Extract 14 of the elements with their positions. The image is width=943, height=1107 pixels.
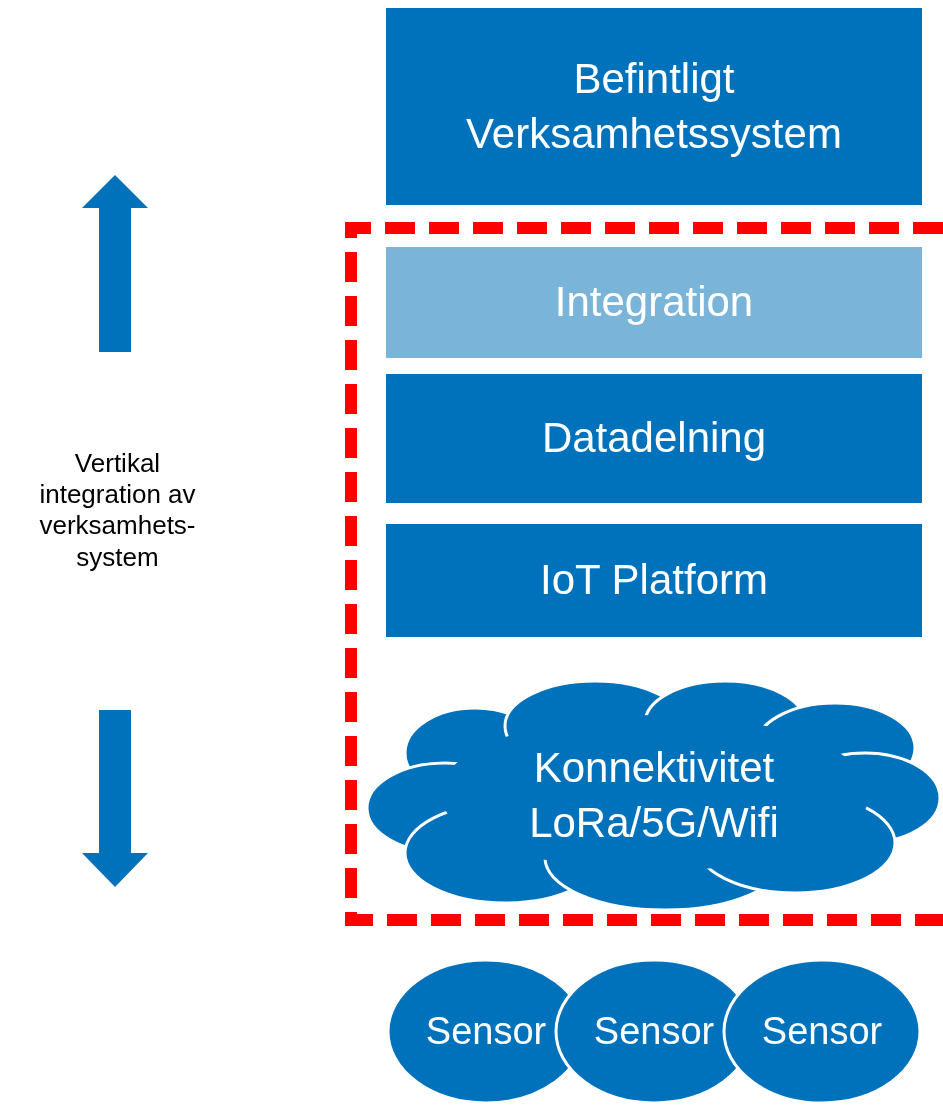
layer-box (386, 374, 922, 503)
cloud-label: Konnektivitet (533, 742, 775, 793)
layer-box (386, 524, 922, 637)
sensor-label: Sensor (761, 1008, 883, 1054)
layer-box (386, 8, 922, 205)
cloud-label: LoRa/5G/Wifi (529, 797, 779, 848)
layer-label: Integration (554, 277, 754, 328)
sensor-label: Sensor (425, 1008, 547, 1054)
layer-label: Datadelning (541, 413, 767, 464)
layer-box (386, 247, 922, 358)
sensor-label: Sensor (593, 1008, 715, 1054)
side-caption: Vertikal integration av verksamhets- system (38, 448, 197, 573)
layer-label: Befintligt Verksamhetssystem (465, 53, 843, 159)
layer-label: IoT Platform (540, 555, 768, 606)
